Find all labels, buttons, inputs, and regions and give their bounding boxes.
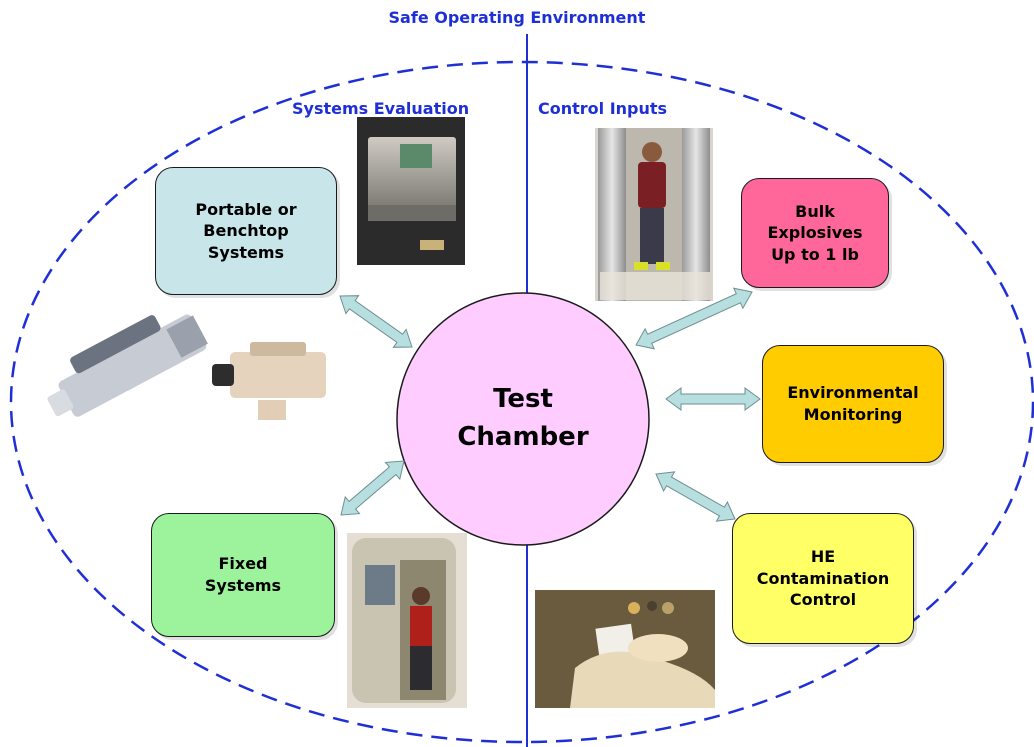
he-contamination-control-box: HE Contamination Control — [732, 513, 914, 644]
hand-contamination-photo — [535, 590, 715, 708]
he-contamination-label: HE Contamination Control — [756, 547, 890, 610]
handheld-detector-photo-2 — [212, 342, 326, 420]
portable-benchtop-label: Portable or Benchtop Systems — [195, 199, 297, 262]
arrow-he — [655, 471, 736, 522]
arrow-portable — [339, 295, 413, 348]
test-chamber-text: Test Chamber — [457, 384, 589, 452]
section-label-systems-evaluation: Systems Evaluation — [292, 99, 470, 118]
portable-benchtop-systems-box: Portable or Benchtop Systems — [155, 167, 337, 295]
benchtop-detector-photo — [357, 117, 465, 265]
bulk-explosives-label: Bulk Explosives Up to 1 lb — [767, 201, 863, 264]
environment-boundary — [9, 60, 1034, 744]
arrow-fixed — [340, 460, 405, 516]
walkthrough-booth-photo — [347, 533, 467, 708]
diagram-title: Safe Operating Environment — [388, 8, 646, 27]
handheld-detector-photo — [47, 314, 208, 417]
walkthrough-portal-photo — [595, 128, 713, 301]
section-label-control-inputs: Control Inputs — [538, 99, 668, 118]
connector-arrows — [339, 287, 761, 522]
test-chamber-circle — [396, 292, 650, 546]
arrow-bulk — [635, 287, 753, 350]
arrow-environmental — [665, 387, 761, 411]
environmental-monitoring-box: Environmental Monitoring — [762, 345, 944, 463]
fixed-systems-box: Fixed Systems — [151, 513, 335, 637]
test-chamber-label: Test Chamber — [397, 293, 649, 545]
environmental-monitoring-label: Environmental Monitoring — [787, 383, 919, 424]
bulk-explosives-box: Bulk Explosives Up to 1 lb — [741, 178, 889, 288]
fixed-systems-label: Fixed Systems — [204, 554, 282, 595]
